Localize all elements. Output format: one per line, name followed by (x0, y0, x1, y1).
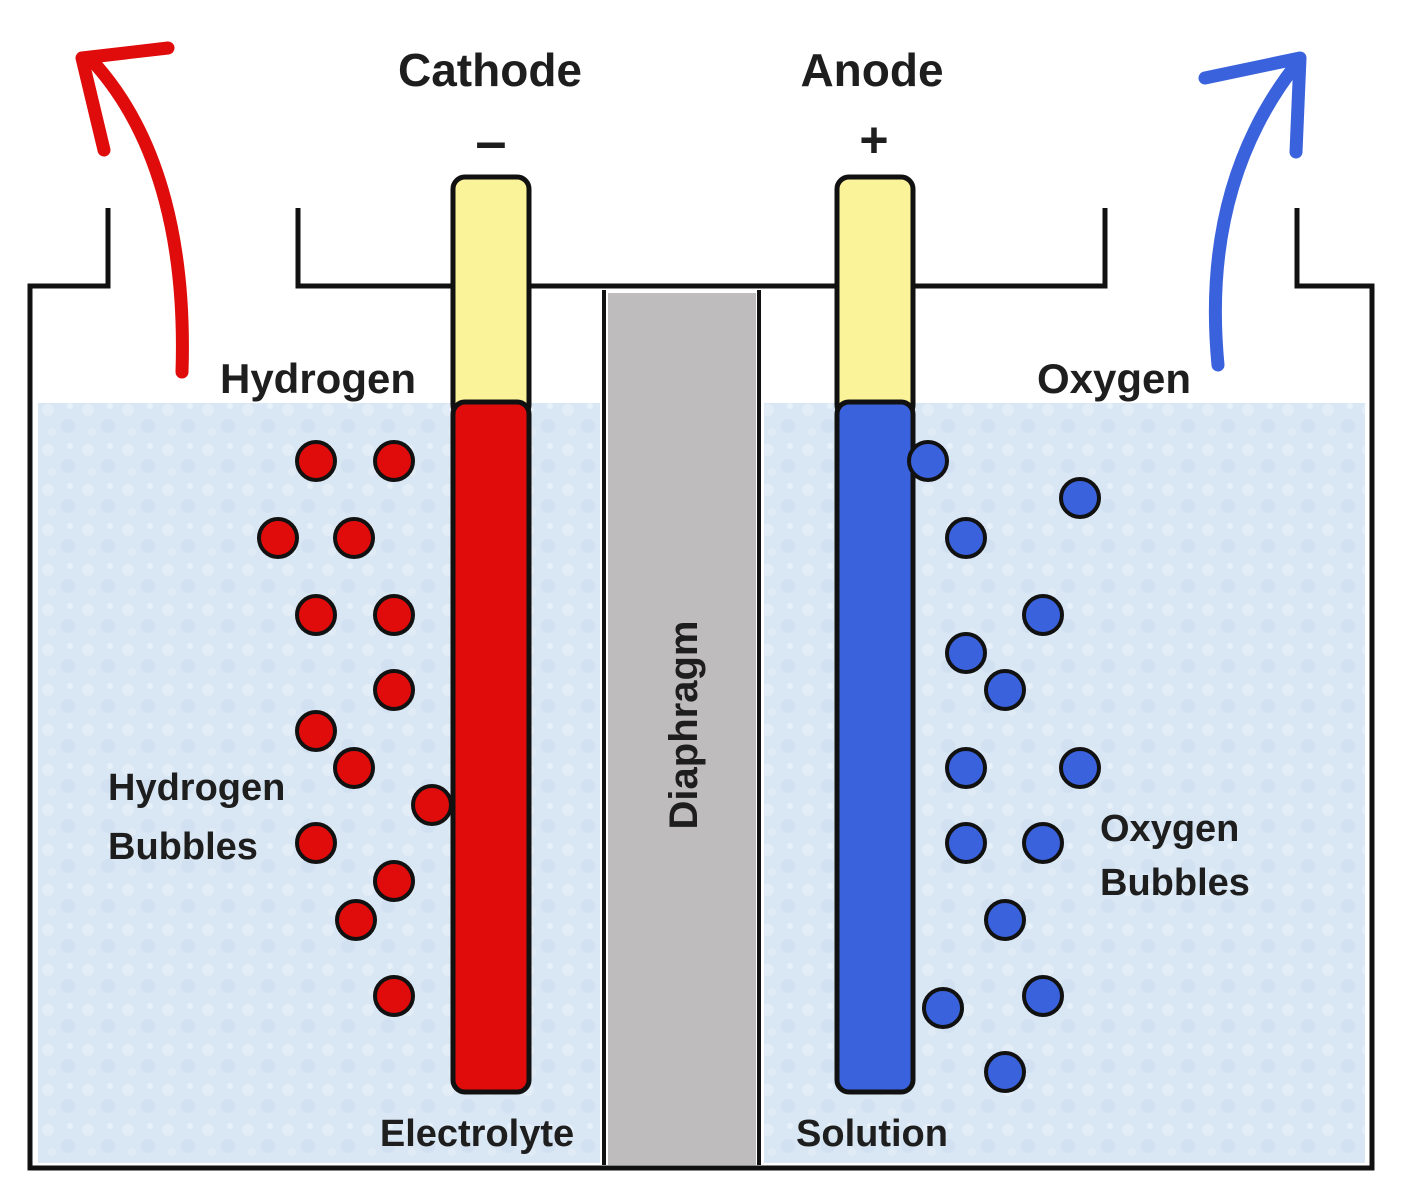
oxygen-bubble (1022, 822, 1064, 864)
hydrogen-gas-label: Hydrogen (220, 355, 416, 402)
oxygen-bubble (945, 747, 987, 789)
hydrogen-bubble (295, 440, 337, 482)
anode-electrode (834, 174, 916, 1095)
oxygen-gas-label: Oxygen (1037, 355, 1191, 402)
oxygen-bubble (1059, 477, 1101, 519)
cathode-label: Cathode (398, 44, 582, 96)
hydrogen-bubble (373, 594, 415, 636)
oxygen-bubbles-label-line2: Bubbles (1100, 862, 1250, 904)
curved-arrow-up-right-icon (1198, 51, 1307, 372)
oxygen-bubble (945, 822, 987, 864)
hydrogen-bubble (333, 747, 375, 789)
electrolyte-label: Electrolyte (380, 1113, 574, 1155)
diaphragm (602, 290, 761, 1165)
oxygen-bubble (1059, 747, 1101, 789)
oxygen-bubble (922, 987, 964, 1029)
diaphragm-label: Diaphragm (662, 621, 706, 830)
oxygen-bubble (1022, 975, 1064, 1017)
solution-label: Solution (796, 1113, 948, 1155)
hydrogen-bubble (335, 899, 377, 941)
tank-outline (27, 208, 1375, 1171)
anode-label: Anode (800, 44, 943, 96)
hydrogen-bubble (295, 594, 337, 636)
hydrogen-bubble (295, 710, 337, 752)
oxygen-bubbles (907, 440, 1101, 1093)
hydrogen-bubble (373, 975, 415, 1017)
hydrogen-bubble (333, 517, 375, 559)
hydrogen-bubble (373, 860, 415, 902)
oxygen-bubble (984, 899, 1026, 941)
hydrogen-bubbles-label-line2: Bubbles (108, 826, 258, 868)
oxygen-bubble (984, 669, 1026, 711)
oxygen-bubble (945, 517, 987, 559)
oxygen-bubble (984, 1051, 1026, 1093)
oxygen-bubble (1022, 594, 1064, 636)
hydrogen-bubbles (257, 440, 453, 1017)
anode-sign: + (859, 112, 888, 168)
hydrogen-bubble (411, 784, 453, 826)
hydrogen-bubble (295, 822, 337, 864)
curved-arrow-up-left-icon (75, 41, 189, 379)
oxygen-bubble (907, 440, 949, 482)
tank-lid (295, 208, 1108, 289)
cathode-sign: – (475, 109, 506, 172)
oxygen-bubbles-label-line1: Oxygen (1100, 808, 1239, 850)
hydrogen-bubble (257, 517, 299, 559)
hydrogen-bubble (373, 440, 415, 482)
oxygen-bubble (945, 632, 987, 674)
cathode-electrode (450, 174, 532, 1095)
hydrogen-bubbles-label-line1: Hydrogen (108, 767, 285, 809)
hydrogen-bubble (373, 669, 415, 711)
